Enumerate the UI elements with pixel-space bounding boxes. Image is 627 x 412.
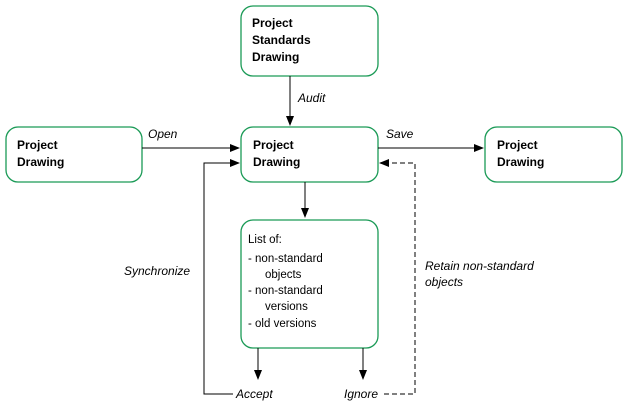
node-project-standards-drawing: Project Standards Drawing: [240, 5, 379, 77]
node-center-project-drawing-box: [240, 126, 379, 183]
node-label-line-1: Project: [253, 138, 294, 152]
edge-label-accept: Accept: [235, 387, 273, 401]
node-center-project-drawing: Project Drawing: [240, 126, 379, 183]
edge-synchronize-arrowhead: [230, 159, 240, 167]
edge-list-to-accept-arrowhead: [254, 370, 262, 380]
node-output-project-drawing: Project Drawing: [484, 126, 623, 183]
node-list-of-issues: List of: - non-standard objects - non-st…: [240, 219, 379, 349]
edge-center-to-list-arrowhead: [301, 208, 309, 218]
edge-label-ignore: Ignore: [344, 387, 378, 401]
edge-audit: [286, 76, 294, 126]
edge-retain-arrowhead: [379, 159, 389, 167]
edge-label-open: Open: [148, 127, 178, 141]
node-label-line-2: Drawing: [253, 155, 300, 169]
edge-open: [142, 144, 240, 152]
edge-save: [378, 144, 484, 152]
node-label-line-1: Project: [252, 16, 293, 30]
node-project-standards-drawing-box: [240, 5, 379, 77]
node-source-project-drawing-box: [5, 126, 143, 183]
edge-retain: [379, 159, 416, 395]
node-label-line-1: Project: [497, 138, 538, 152]
edge-synchronize-line: [203, 162, 233, 395]
list-item: - non-standard: [248, 253, 323, 265]
edge-open-arrowhead: [230, 144, 240, 152]
node-list-of-issues-box: [240, 219, 379, 349]
edge-list-to-accept: [254, 348, 262, 380]
edge-label-retain-line-1: Retain non-standard: [425, 259, 534, 273]
node-source-project-drawing: Project Drawing: [5, 126, 143, 183]
list-item: versions: [265, 301, 308, 313]
list-item: - non-standard: [248, 285, 323, 297]
edge-list-to-ignore: [359, 348, 367, 380]
node-label-line-1: Project: [17, 138, 58, 152]
edge-label-audit: Audit: [297, 91, 326, 105]
node-label-line-2: Drawing: [17, 155, 64, 169]
node-output-project-drawing-box: [484, 126, 623, 183]
list-item: objects: [265, 269, 302, 281]
edge-center-to-list: [301, 182, 309, 218]
edge-synchronize: [203, 159, 240, 395]
node-label-line-3: Drawing: [252, 50, 299, 64]
list-item: - old versions: [248, 318, 317, 330]
list-heading: List of:: [248, 234, 282, 246]
edge-save-arrowhead: [474, 144, 484, 152]
node-label-line-2: Drawing: [497, 155, 544, 169]
node-label-line-2: Standards: [252, 33, 311, 47]
edge-retain-line: [384, 162, 416, 395]
edge-list-to-ignore-arrowhead: [359, 370, 367, 380]
edge-label-retain-line-2: objects: [425, 275, 463, 289]
edge-label-synchronize: Synchronize: [124, 264, 190, 278]
edge-label-save: Save: [386, 127, 414, 141]
edge-audit-arrowhead: [286, 116, 294, 126]
